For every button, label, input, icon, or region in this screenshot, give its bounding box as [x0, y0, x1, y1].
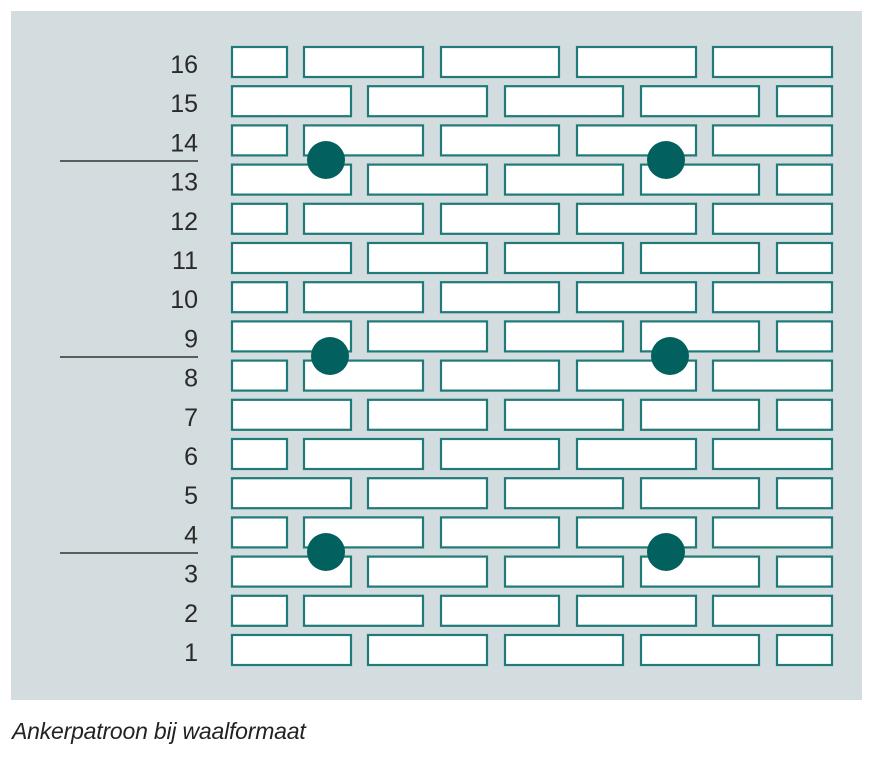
brick: [503, 398, 625, 431]
brick: [230, 398, 353, 431]
course-number-label: 8: [184, 365, 198, 393]
brick: [439, 202, 561, 235]
course-number-label: 10: [170, 286, 198, 314]
course-number-label: 7: [184, 404, 198, 432]
brick: [439, 124, 561, 157]
brick: [366, 163, 489, 196]
brick: [302, 437, 425, 471]
anchor-dot: [647, 141, 685, 179]
brick: [711, 437, 834, 471]
brick: [230, 555, 353, 588]
anchor-dot: [651, 337, 689, 375]
brick: [366, 477, 489, 510]
anchor-dot: [311, 337, 349, 375]
brick: [775, 320, 834, 353]
brick: [575, 437, 698, 471]
brick: [639, 85, 761, 118]
brick: [366, 398, 489, 431]
brick: [230, 202, 289, 235]
brick: [366, 633, 489, 667]
brick: [230, 516, 289, 549]
caption: Ankerpatroon bij waalformaat: [12, 718, 306, 744]
course-number-label: 14: [170, 129, 198, 157]
brick: [575, 281, 698, 314]
brick: [302, 516, 425, 549]
brick: [230, 85, 353, 118]
brick: [366, 85, 489, 118]
course-number-label: 11: [172, 247, 198, 275]
brick: [503, 477, 625, 510]
anchor-dot: [647, 533, 685, 571]
brick: [302, 281, 425, 314]
brick: [575, 594, 698, 627]
brick: [302, 45, 425, 79]
brick: [711, 202, 834, 235]
brick: [439, 45, 561, 79]
brick: [366, 241, 489, 275]
brick: [775, 477, 834, 510]
brick: [439, 594, 561, 627]
brick: [439, 437, 561, 471]
brick: [775, 241, 834, 275]
brick: [302, 202, 425, 235]
brick: [775, 555, 834, 588]
brick: [639, 398, 761, 431]
brick: [775, 163, 834, 196]
brick: [711, 516, 834, 549]
brick: [230, 124, 289, 157]
brick: [503, 633, 625, 667]
brick: [575, 45, 698, 79]
brick: [503, 555, 625, 588]
course-number-label: 13: [170, 169, 198, 197]
course-number-label: 6: [184, 443, 198, 471]
brick: [439, 516, 561, 549]
brick: [775, 633, 834, 667]
brick: [639, 633, 761, 667]
brick: [230, 594, 289, 627]
brick: [230, 281, 289, 314]
brick: [366, 320, 489, 353]
brick: [439, 281, 561, 314]
brick: [503, 85, 625, 118]
brick: [639, 477, 761, 510]
brick: [775, 398, 834, 431]
course-number-label: 5: [184, 482, 198, 510]
brick: [439, 359, 561, 392]
brick: [230, 241, 353, 275]
course-number-label: 9: [184, 325, 198, 353]
brick: [711, 359, 834, 392]
brick: [711, 45, 834, 79]
brick: [503, 163, 625, 196]
brick: [230, 477, 353, 510]
course-number-label: 12: [170, 208, 198, 236]
brick: [711, 594, 834, 627]
brick: [366, 555, 489, 588]
brick: [230, 45, 289, 79]
course-number-label: 15: [170, 90, 198, 118]
brick: [230, 437, 289, 471]
brick: [711, 281, 834, 314]
course-number-label: 3: [184, 561, 198, 589]
brick: [503, 320, 625, 353]
brick: [302, 594, 425, 627]
brick: [639, 241, 761, 275]
brick: [503, 241, 625, 275]
brick: [230, 633, 353, 667]
anchor-dot: [307, 533, 345, 571]
course-number-label: 4: [184, 521, 198, 549]
brick: [575, 202, 698, 235]
brick: [230, 359, 289, 392]
course-number-label: 2: [184, 600, 198, 628]
course-number-label: 16: [170, 51, 198, 79]
anchor-dot: [307, 141, 345, 179]
course-number-label: 1: [184, 639, 198, 667]
brick: [775, 85, 834, 118]
brick: [711, 124, 834, 157]
